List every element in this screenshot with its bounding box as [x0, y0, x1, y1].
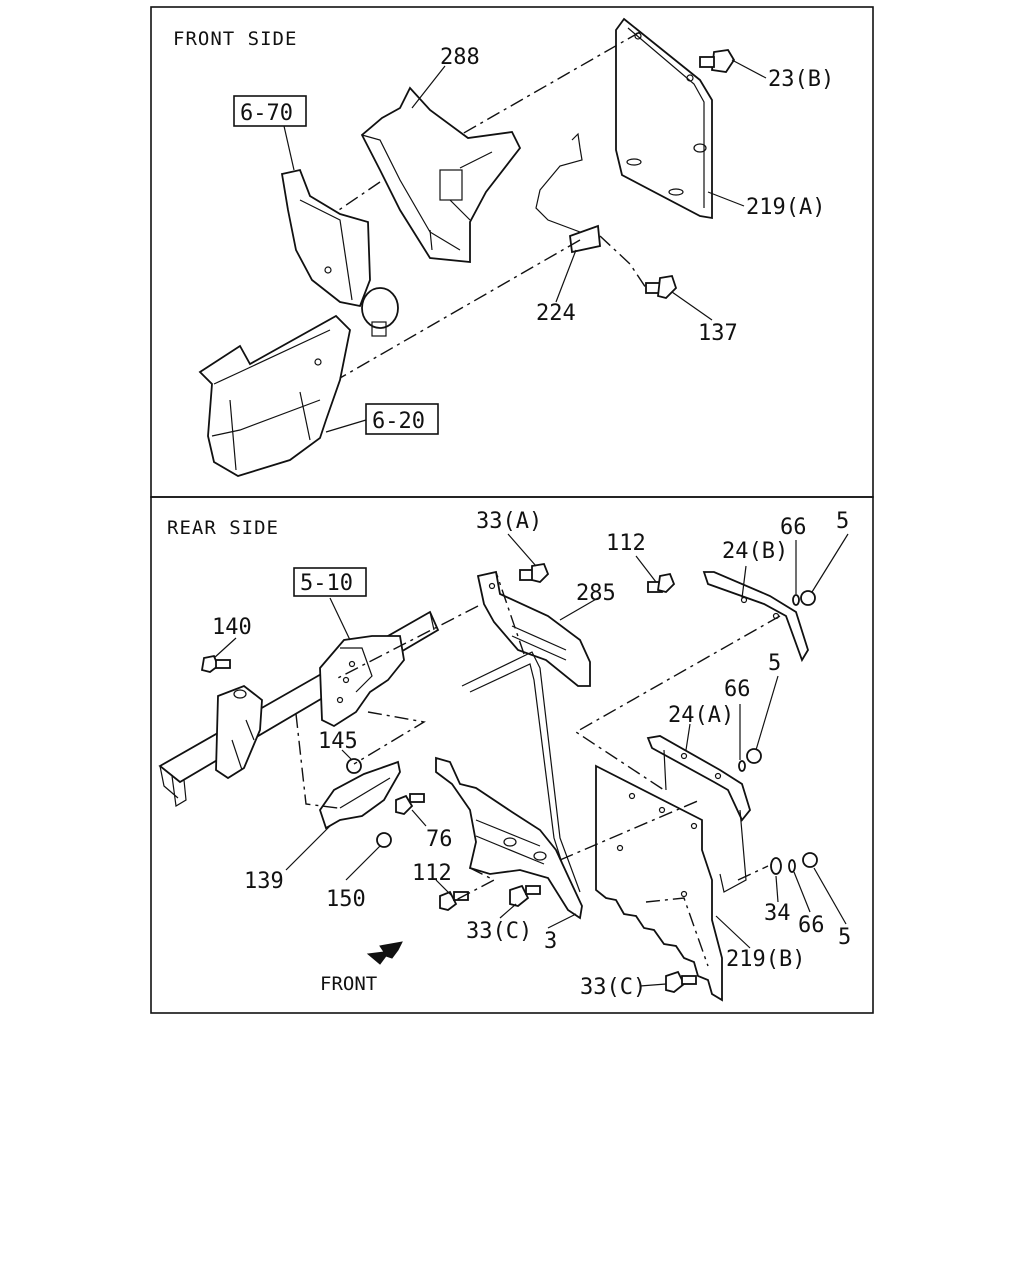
- ref-box-6-70: [233, 95, 307, 127]
- label-23b: 23(B): [768, 67, 834, 92]
- front-arrow-label: FRONT: [320, 973, 377, 995]
- ref-box-5-10: [293, 567, 367, 597]
- bolt-33c-bottom: [665, 970, 697, 993]
- bracket-285: [476, 570, 591, 687]
- rear-panel-frame: [150, 496, 874, 1014]
- label-140: 140: [212, 615, 252, 640]
- label-145: 145: [318, 729, 358, 754]
- bolt-112-bottom: [439, 890, 469, 911]
- label-3: 3: [544, 929, 557, 954]
- nut-145: [346, 758, 362, 774]
- bracket-288: [360, 86, 522, 263]
- bolt-137: [645, 274, 678, 299]
- label-224: 224: [536, 301, 576, 326]
- bolt-33c-left: [509, 884, 541, 907]
- front-panel-title: FRONT SIDE: [173, 28, 297, 50]
- label-66-bottom: 66: [798, 913, 825, 938]
- label-5-top: 5: [836, 509, 849, 534]
- label-150: 150: [326, 887, 366, 912]
- label-33c-bottom: 33(C): [580, 975, 646, 1000]
- label-24a: 24(A): [668, 703, 734, 728]
- mud-flap-219a: [615, 17, 713, 220]
- stay-224: [535, 132, 601, 254]
- label-33c-left: 33(C): [466, 919, 532, 944]
- bolt-33a: [519, 562, 550, 583]
- label-288: 288: [440, 45, 480, 70]
- ref-label-6-20: 6-20: [372, 409, 425, 434]
- label-34: 34: [764, 901, 791, 926]
- bracket-6-20: [198, 314, 351, 477]
- bolt-76: [395, 793, 425, 815]
- label-5-mid: 5: [768, 651, 781, 676]
- mudguard-3: [435, 756, 583, 920]
- label-112-bottom: 112: [412, 861, 452, 886]
- bolt-23b: [699, 49, 736, 73]
- hanger-5-10: [319, 635, 405, 728]
- nut-5-mid: [738, 748, 762, 772]
- stay-24b: [702, 571, 809, 663]
- bolt-140: [200, 654, 231, 673]
- label-139: 139: [244, 869, 284, 894]
- fasteners-34-66-5-bottom: [770, 852, 818, 875]
- label-285: 285: [576, 581, 616, 606]
- label-137: 137: [698, 321, 738, 346]
- mud-flap-219b: [595, 764, 723, 1002]
- label-76: 76: [426, 827, 453, 852]
- bolt-112-top: [647, 572, 676, 593]
- nut-5-top: [792, 590, 816, 606]
- label-219a: 219(A): [746, 195, 825, 220]
- nut-150: [376, 832, 392, 848]
- ref-label-5-10: 5-10: [300, 571, 353, 596]
- label-112-top: 112: [606, 531, 646, 556]
- label-24b: 24(B): [722, 539, 788, 564]
- arrow-down-left-icon: [366, 941, 403, 965]
- ref-box-6-20: [365, 403, 439, 435]
- label-66-top: 66: [780, 515, 807, 540]
- ref-label-6-70: 6-70: [240, 101, 293, 126]
- label-66-mid: 66: [724, 677, 751, 702]
- label-219b: 219(B): [726, 947, 805, 972]
- label-5-bottom: 5: [838, 925, 851, 950]
- label-33a: 33(A): [476, 509, 542, 534]
- stay-24a: [646, 735, 752, 893]
- bracket-140: [215, 684, 263, 780]
- bracket-6-70: [280, 168, 399, 337]
- bracket-139: [319, 760, 401, 830]
- rear-panel-title: REAR SIDE: [167, 517, 279, 539]
